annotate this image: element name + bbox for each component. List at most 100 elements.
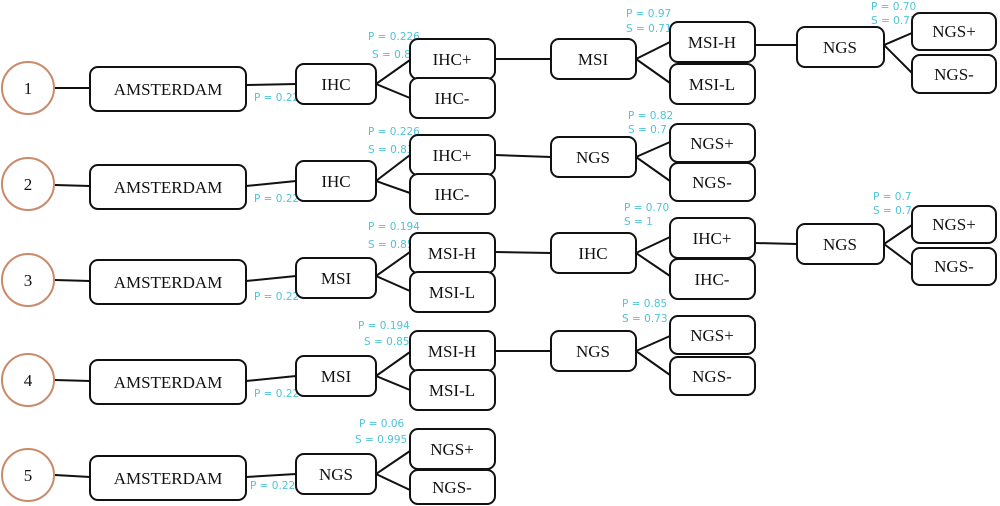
- amsterdam-box: [89, 455, 247, 501]
- ihc-box: [550, 232, 637, 274]
- ihc-negative-label: IHC-: [435, 185, 470, 204]
- ngs-label: NGS: [319, 465, 353, 484]
- msi-sensitivity: S = 0.85: [368, 239, 414, 251]
- ihc-label: IHC: [321, 172, 350, 191]
- pathway-row-3: 3 AMSTERDAM P = 0.22 MSI P = 0.194 S = 0…: [1, 191, 997, 313]
- ngs-sensitivity: S = 0.7: [628, 124, 667, 136]
- ihc-box: [295, 63, 377, 105]
- ngs-positive-box: [911, 205, 997, 244]
- row-number: 4: [24, 371, 33, 390]
- ihc-box: [295, 160, 377, 202]
- ngs-negative-label: NGS-: [692, 173, 732, 192]
- ngs-positive-box: [911, 12, 997, 51]
- row-number: 1: [24, 79, 33, 98]
- amsterdam-label: AMSTERDAM: [114, 273, 223, 292]
- row-number: 5: [24, 466, 33, 485]
- ngs-box: [796, 223, 885, 265]
- msi-box: [295, 355, 377, 397]
- ngs-sensitivity: S = 0.995: [355, 434, 407, 446]
- msi-probability: P = 0.194: [368, 221, 420, 233]
- ngs-positive-label: NGS+: [430, 440, 474, 459]
- amsterdam-probability: P = 0.22: [254, 291, 299, 303]
- row-number-circle: [1, 448, 55, 502]
- amsterdam-probability: P = 0.22: [250, 480, 295, 492]
- msi-low-label: MSI-L: [689, 75, 735, 94]
- row-number: 3: [24, 271, 33, 290]
- ngs-label: NGS: [823, 38, 857, 57]
- ngs-probability: P = 0.7: [873, 191, 912, 203]
- ngs-label: NGS: [823, 235, 857, 254]
- ihc-sensitivity: S = 0.83: [372, 49, 418, 61]
- ngs-positive-label: NGS+: [932, 22, 976, 41]
- row-number-circle: [1, 157, 55, 211]
- ngs-box: [550, 136, 637, 178]
- msi-label: MSI: [321, 367, 352, 386]
- ngs-negative-label: NGS-: [934, 257, 974, 276]
- ngs-negative-label: NGS-: [934, 65, 974, 84]
- ihc-probability: P = 0.226: [368, 126, 420, 138]
- msi-low-box: [409, 271, 496, 313]
- msi-low-box: [409, 369, 496, 411]
- ihc-positive-label: IHC+: [433, 50, 472, 69]
- amsterdam-probability: P = 0.22: [254, 193, 299, 205]
- msi-box: [550, 38, 637, 80]
- msi-high-box: [669, 21, 756, 63]
- msi-low-label: MSI-L: [429, 381, 475, 400]
- msi-high-label: MSI-H: [688, 33, 736, 52]
- ngs-probability: P = 0.70: [871, 1, 916, 13]
- msi-box: [295, 257, 377, 299]
- row-number: 2: [24, 175, 33, 194]
- row-number-circle: [1, 61, 55, 115]
- amsterdam-probability: P = 0.22: [254, 92, 299, 104]
- ngs-positive-label: NGS+: [932, 215, 976, 234]
- ihc-sensitivity: S = 0.83: [368, 144, 414, 156]
- ngs-negative-box: [669, 356, 756, 396]
- msi-sensitivity: S = 0.85: [364, 336, 410, 348]
- row-number-circle: [1, 253, 55, 307]
- msi-label: MSI: [321, 269, 352, 288]
- ihc-negative-box: [669, 258, 756, 300]
- ngs-sensitivity: S = 0.73: [622, 313, 668, 325]
- ngs-sensitivity: S = 0.73: [871, 15, 917, 27]
- ngs-probability: P = 0.85: [622, 298, 667, 310]
- msi-probability: P = 0.97: [626, 8, 671, 20]
- ngs-probability: P = 0.06: [359, 418, 405, 430]
- ihc-positive-label: IHC+: [693, 229, 732, 248]
- amsterdam-label: AMSTERDAM: [114, 80, 223, 99]
- amsterdam-box: [89, 259, 247, 305]
- msi-low-label: MSI-L: [429, 283, 475, 302]
- ngs-positive-box: [669, 315, 756, 355]
- msi-low-box: [669, 63, 756, 105]
- amsterdam-label: AMSTERDAM: [114, 373, 223, 392]
- ngs-negative-label: NGS-: [432, 478, 472, 497]
- ihc-negative-box: [409, 77, 496, 119]
- row-number-circle: [1, 353, 55, 407]
- ngs-positive-label: NGS+: [690, 326, 734, 345]
- msi-high-label: MSI-H: [428, 244, 476, 263]
- ihc-negative-box: [409, 173, 496, 215]
- pathway-row-5: 5 AMSTERDAM P = 0.22 NGS P = 0.06 S = 0.…: [1, 418, 496, 505]
- ngs-negative-box: [911, 247, 997, 286]
- amsterdam-box: [89, 359, 247, 405]
- msi-high-label: MSI-H: [428, 342, 476, 361]
- pathway-row-1: 1 AMSTERDAM P = 0.22 IHC P = 0.226 S = 0…: [1, 1, 997, 119]
- ihc-positive-label: IHC+: [433, 146, 472, 165]
- ngs-box: [550, 330, 637, 372]
- ngs-negative-box: [911, 54, 997, 94]
- ihc-negative-label: IHC-: [435, 89, 470, 108]
- amsterdam-box: [89, 164, 247, 210]
- ngs-negative-box: [409, 469, 496, 505]
- ihc-probability: P = 0.70: [624, 202, 669, 214]
- msi-label: MSI: [578, 50, 609, 69]
- msi-sensitivity: S = 0.71: [626, 23, 672, 35]
- pathway-row-2: 2 AMSTERDAM P = 0.22 IHC P = 0.226 S = 0…: [1, 110, 756, 215]
- ngs-label: NGS: [576, 342, 610, 361]
- ngs-probability: P = 0.82: [628, 110, 673, 122]
- amsterdam-probability: P = 0.22: [254, 388, 299, 400]
- ngs-sensitivity: S = 0.7: [873, 205, 912, 217]
- ngs-box: [796, 26, 885, 68]
- amsterdam-label: AMSTERDAM: [114, 178, 223, 197]
- pathway-row-4: 4 AMSTERDAM P = 0.22 MSI P = 0.194 S = 0…: [1, 298, 756, 411]
- amsterdam-label: AMSTERDAM: [114, 469, 223, 488]
